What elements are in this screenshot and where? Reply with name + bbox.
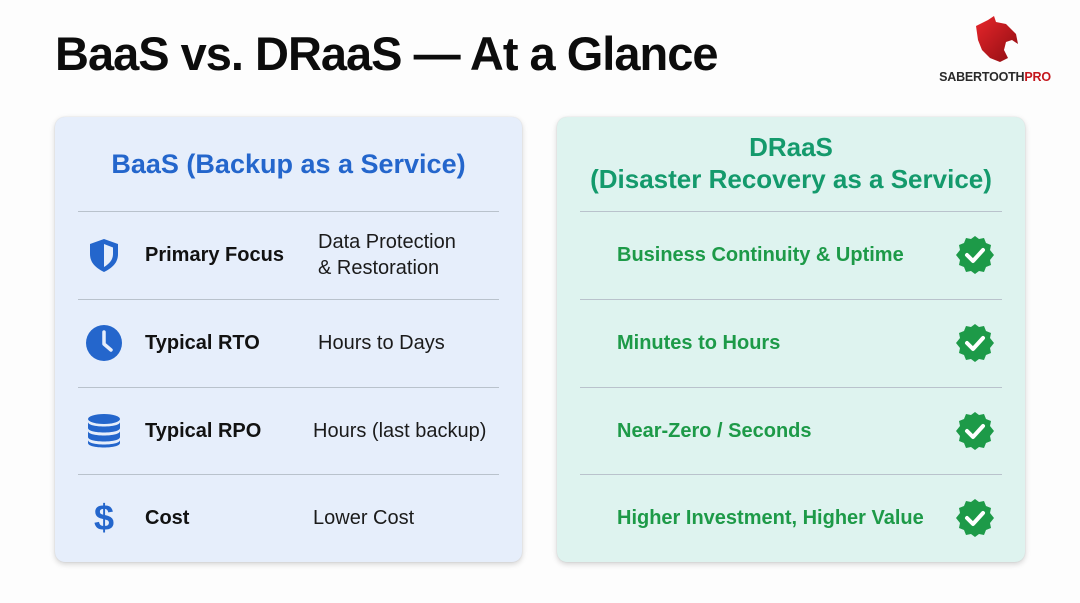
page-title: BaaS vs. DRaaS — At a Glance [55, 27, 718, 80]
divider [580, 387, 1002, 388]
baas-row-primary-focus: Primary Focus Data Protection & Restorat… [55, 211, 522, 299]
row-value: Lower Cost [313, 507, 415, 529]
row-value: Higher Investment, Higher Value [617, 506, 924, 529]
draas-row-typical-rto: Minutes to Hours [557, 299, 1025, 387]
draas-row-cost: Higher Investment, Higher Value [557, 474, 1025, 562]
database-icon [88, 414, 120, 448]
row-value: Near-Zero / Seconds [617, 419, 812, 442]
draas-card: DRaaS (Disaster Recovery as a Service) B… [557, 117, 1025, 562]
shield-icon [90, 239, 118, 272]
row-value: Hours (last backup) [313, 420, 487, 442]
row-value: Hours to Days [318, 332, 445, 354]
row-label: Typical RPO [145, 419, 262, 442]
row-value: Business Continuity & Uptime [617, 243, 904, 266]
sabertooth-head-icon [976, 16, 1018, 62]
divider [78, 474, 499, 475]
draas-row-typical-rpo: Near-Zero / Seconds [557, 387, 1025, 475]
row-label: Cost [145, 506, 190, 529]
divider [78, 299, 499, 300]
check-badge-icon [956, 236, 994, 274]
check-badge-icon [956, 499, 994, 537]
sabertoothpro-logo: SABERTOOTHPRO [930, 14, 1060, 94]
logo-wordmark: SABERTOOTHPRO [939, 70, 1051, 84]
clock-icon [86, 325, 122, 361]
divider [580, 474, 1002, 475]
dollar-icon: $ [93, 497, 115, 538]
row-value: Data Protection & Restoration [318, 231, 456, 279]
divider [580, 211, 1002, 212]
baas-row-typical-rpo: Typical RPO Hours (last backup) [55, 387, 522, 475]
baas-card: BaaS (Backup as a Service) Primary Focus… [55, 117, 522, 562]
baas-card-title: BaaS (Backup as a Service) [111, 149, 466, 179]
divider [580, 299, 1002, 300]
baas-row-typical-rto: Typical RTO Hours to Days [55, 299, 522, 387]
row-label: Primary Focus [145, 243, 284, 266]
divider [78, 211, 499, 212]
baas-row-cost: $ Cost Lower Cost [55, 474, 522, 562]
row-label: Typical RTO [145, 331, 260, 354]
draas-row-primary-focus: Business Continuity & Uptime [557, 211, 1025, 299]
check-badge-icon [956, 324, 994, 362]
divider [78, 387, 499, 388]
row-value: Minutes to Hours [617, 331, 781, 354]
check-badge-icon [956, 412, 994, 450]
draas-card-title: DRaaS (Disaster Recovery as a Service) [590, 132, 992, 194]
